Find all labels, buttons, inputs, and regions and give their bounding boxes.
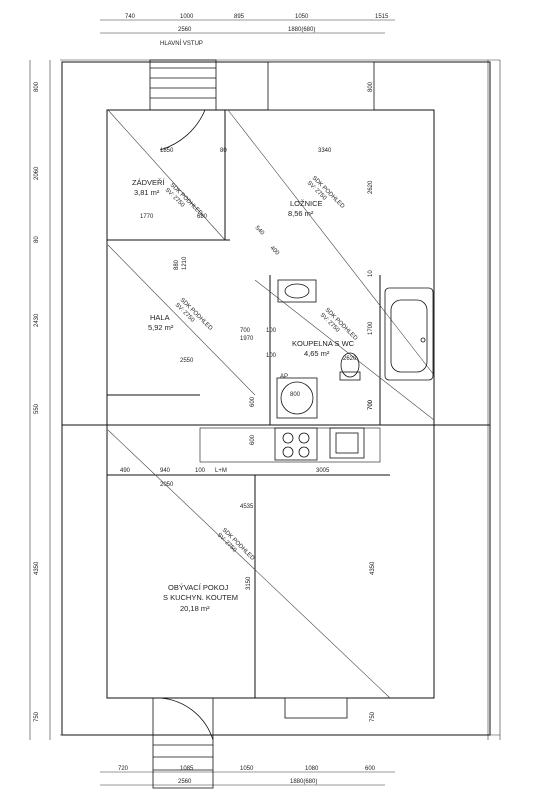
svg-text:4350: 4350: [34, 561, 40, 575]
svg-text:S KUCHYN. KOUTEM: S KUCHYN. KOUTEM: [163, 593, 238, 602]
inner-dimension-labels: 1850 80 3340 1770 680 540 400 880 1210 7…: [120, 148, 374, 590]
stove: [274, 427, 318, 461]
svg-text:600: 600: [250, 434, 256, 445]
svg-text:1880(680): 1880(680): [288, 27, 315, 33]
svg-text:100: 100: [195, 468, 206, 474]
svg-text:1880(680): 1880(680): [290, 779, 317, 785]
svg-text:550: 550: [34, 403, 40, 414]
svg-text:3150: 3150: [246, 576, 252, 590]
svg-text:8,56 m²: 8,56 m²: [288, 209, 314, 218]
windows: [267, 61, 375, 719]
room-zadveri: ZÁDVEŘÍ 3,81 m²: [132, 178, 165, 197]
svg-text:800: 800: [290, 392, 301, 398]
svg-text:1000: 1000: [180, 14, 194, 20]
svg-text:880: 880: [174, 259, 180, 270]
main-entrance-label: HLAVNÍ VSTUP: [160, 40, 203, 47]
svg-text:800: 800: [368, 81, 374, 92]
entrance-steps-top: [149, 59, 217, 151]
svg-text:700: 700: [368, 399, 374, 410]
svg-text:4535: 4535: [240, 504, 254, 510]
svg-text:80: 80: [220, 148, 227, 154]
svg-text:1700: 1700: [368, 321, 374, 335]
svg-text:720: 720: [118, 766, 129, 772]
bathroom-sink: [277, 279, 317, 303]
svg-text:1050: 1050: [295, 14, 309, 20]
toilet: [339, 352, 361, 381]
svg-text:1850: 1850: [160, 148, 174, 154]
svg-text:2050: 2050: [160, 482, 174, 488]
entrance-steps-bottom: [152, 697, 214, 789]
svg-text:2560: 2560: [178, 27, 192, 33]
left-dimension-labels: 800 2060 80 2430 550 4350 750: [34, 81, 40, 722]
svg-text:700: 700: [240, 328, 251, 334]
svg-text:800: 800: [34, 81, 40, 92]
svg-text:895: 895: [234, 14, 245, 20]
ceiling-stamp-hala: SDK PODHLED SV: 2750: [174, 297, 214, 332]
svg-text:3005: 3005: [316, 468, 330, 474]
svg-text:1770: 1770: [140, 214, 154, 220]
svg-text:4350: 4350: [370, 561, 376, 575]
svg-text:4,65 m²: 4,65 m²: [304, 349, 330, 358]
svg-text:ZÁDVEŘÍ: ZÁDVEŘÍ: [132, 178, 165, 187]
room-obyvaci-pokoj: OBÝVACÍ POKOJ S KUCHYN. KOUTEM 20,18 m²: [163, 583, 238, 613]
svg-text:1210: 1210: [182, 256, 188, 270]
svg-text:2560: 2560: [178, 779, 192, 785]
svg-text:5,92 m²: 5,92 m²: [148, 323, 174, 332]
svg-text:3,81 m²: 3,81 m²: [134, 188, 160, 197]
ceiling-stamp-obyvaci: SDK PODHLED SV: 2750: [216, 527, 256, 562]
room-koupelna: KOUPELNA S WC 4,65 m²: [292, 339, 355, 358]
svg-text:750: 750: [370, 711, 376, 722]
bathtub: [384, 287, 434, 381]
svg-text:740: 740: [125, 14, 136, 20]
room-hala: HALA 5,92 m²: [148, 313, 174, 332]
room-diagonals: [107, 109, 435, 699]
svg-text:3340: 3340: [318, 148, 332, 154]
bottom-dimension-labels: 720 1085 1050 1080 600 2560 1880(680): [118, 766, 376, 785]
right-dimension-labels: 800 2620 10 1700 700 4350 750: [368, 81, 376, 722]
svg-text:400: 400: [269, 245, 281, 257]
top-dimension-labels: 740 1000 895 1050 1515 2560 1880(680): [125, 14, 389, 33]
svg-text:600: 600: [365, 766, 376, 772]
svg-text:100: 100: [266, 353, 277, 359]
svg-text:600: 600: [250, 396, 256, 407]
washing-machine: [276, 377, 318, 419]
svg-text:1970: 1970: [240, 336, 254, 342]
ap-mark: AP: [280, 374, 288, 380]
svg-text:1515: 1515: [375, 14, 389, 20]
svg-text:20,18 m²: 20,18 m²: [180, 604, 210, 613]
svg-text:2550: 2550: [180, 358, 194, 364]
svg-text:2620: 2620: [343, 356, 357, 362]
svg-text:1080: 1080: [305, 766, 319, 772]
svg-text:80: 80: [34, 236, 40, 243]
svg-text:KOUPELNA S WC: KOUPELNA S WC: [292, 339, 355, 348]
svg-text:100: 100: [266, 328, 277, 334]
kitchen-counter: [199, 427, 381, 463]
svg-text:680: 680: [197, 214, 208, 220]
svg-text:2620: 2620: [368, 180, 374, 194]
lm-mark: L+M: [215, 468, 227, 474]
svg-text:HALA: HALA: [150, 313, 170, 322]
room-loznice: LOŽNICE 8,56 m²: [288, 199, 323, 218]
svg-text:LOŽNICE: LOŽNICE: [290, 199, 323, 208]
svg-text:750: 750: [34, 711, 40, 722]
svg-text:2060: 2060: [34, 166, 40, 180]
svg-text:700: 700: [368, 399, 374, 410]
svg-text:940: 940: [160, 468, 171, 474]
dimension-lines: [29, 19, 501, 786]
svg-text:540: 540: [254, 225, 266, 237]
svg-text:2430: 2430: [34, 313, 40, 327]
svg-text:10: 10: [368, 270, 374, 277]
svg-text:OBÝVACÍ POKOJ: OBÝVACÍ POKOJ: [168, 583, 229, 592]
svg-text:1050: 1050: [240, 766, 254, 772]
kitchen-sink: [329, 427, 365, 459]
svg-text:1085: 1085: [180, 766, 194, 772]
outer-walls: [61, 61, 491, 736]
svg-text:490: 490: [120, 468, 131, 474]
